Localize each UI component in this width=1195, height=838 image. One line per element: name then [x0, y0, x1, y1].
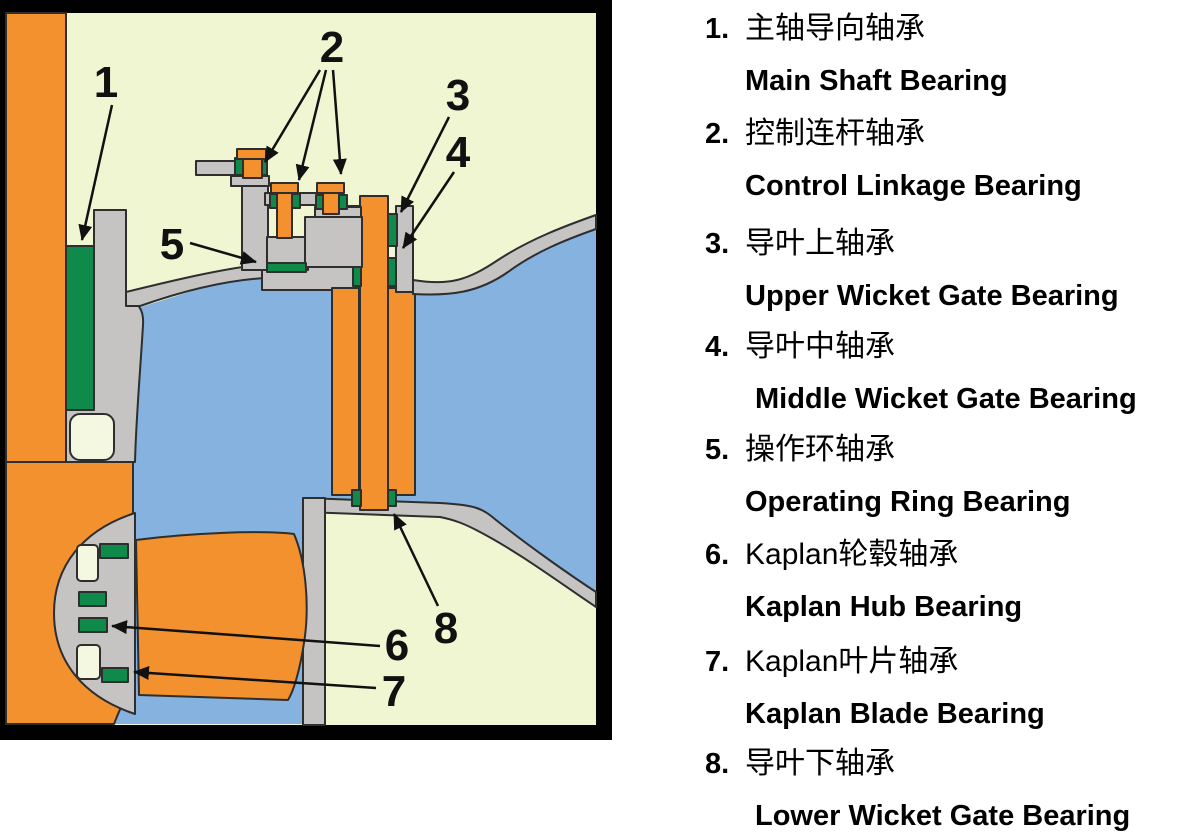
legend-zh-text: 主轴导向轴承 [745, 12, 925, 45]
blade-trunnion-housing [53, 512, 136, 715]
legend-item-1: 1. 主轴导向轴承 Main Shaft Bearing [705, 12, 1175, 98]
legend-zh-line: 2. 控制连杆轴承 [705, 117, 1175, 151]
callout-3: 3 [399, 71, 470, 213]
legend-en-text: Lower Wicket Gate Bearing [755, 800, 1131, 832]
legend-number: 4. [705, 331, 730, 363]
legend-zh-line: 5. 操作环轴承 [705, 433, 1175, 467]
callout-7-number: 7 [382, 667, 406, 716]
main-shaft [5, 12, 67, 463]
callout-7: 7 [133, 666, 406, 716]
wicket-gate-stem [359, 195, 389, 511]
legend-item-8: 8. 导叶下轴承 Lower Wicket Gate Bearing [705, 747, 1175, 833]
legend-zh-line: 6. Kaplan轮毂轴承 [705, 538, 1175, 572]
legend-zh-text: Kaplan轮毂轴承 [745, 538, 959, 571]
operating-ring-bearing [266, 262, 307, 273]
callout-6-arrow [111, 620, 381, 648]
callout-4-number: 4 [446, 128, 471, 177]
callout-8: 8 [392, 513, 458, 653]
legend-item-2: 2. 控制连杆轴承 Control Linkage Bearing [705, 117, 1175, 203]
legend-number: 3. [705, 228, 730, 260]
legend-zh-text: 操作环轴承 [745, 433, 895, 466]
callout-5: 5 [160, 220, 257, 269]
head-cover-band-right [412, 214, 597, 296]
legend-number: 8. [705, 748, 730, 780]
callout-1: 1 [78, 58, 118, 241]
legend-en-text: Main Shaft Bearing [745, 65, 1008, 97]
legend-zh-line: 8. 导叶下轴承 [705, 747, 1175, 781]
legend-number: 1. [705, 13, 730, 45]
callout-6: 6 [111, 620, 409, 670]
middle-wicket-gate-bearing [387, 257, 397, 287]
legend-zh-line: 7. Kaplan叶片轴承 [705, 645, 1175, 679]
lower-wicket-gate-bearing-left [351, 489, 362, 507]
kaplan-hub-bearing [78, 617, 108, 633]
callout-2-arrow-a [263, 69, 322, 163]
legend-en-text: Kaplan Blade Bearing [745, 698, 1045, 730]
kaplan-blade-bearing [101, 667, 129, 683]
discharge-ring-band [304, 497, 597, 608]
legend-zh-text: 导叶中轴承 [745, 330, 895, 363]
callout-7-arrow [133, 666, 377, 690]
callout-8-number: 8 [434, 604, 458, 653]
callout-2-arrow-b [295, 69, 328, 181]
kaplan-hub-bearing-top [99, 543, 129, 559]
wicket-gate-vane-right [387, 287, 416, 496]
callout-2: 2 [263, 23, 347, 181]
kaplan-hub-bearing-mid [78, 591, 107, 607]
legend-en-text: Kaplan Hub Bearing [745, 591, 1023, 623]
callout-5-arrow [189, 241, 257, 265]
gate-lever-block [304, 216, 363, 268]
callout-4: 4 [401, 128, 471, 249]
legend-number: 7. [705, 646, 730, 678]
legend-item-7: 7. Kaplan叶片轴承 Kaplan Blade Bearing [705, 645, 1175, 731]
legend-item-6: 6. Kaplan轮毂轴承 Kaplan Hub Bearing [705, 538, 1175, 624]
trunnion-pocket-upper [76, 544, 99, 582]
callout-3-arrow [399, 116, 451, 213]
legend-item-3: 3. 导叶上轴承 Upper Wicket Gate Bearing [705, 227, 1175, 313]
legend-zh-text: 导叶上轴承 [745, 227, 895, 260]
callout-5-number: 5 [160, 220, 184, 269]
legend-zh-text: 控制连杆轴承 [745, 117, 925, 150]
legend-zh-text: 导叶下轴承 [745, 747, 895, 780]
lower-wicket-gate-bearing [387, 489, 397, 507]
legend-zh-line: 4. 导叶中轴承 [705, 330, 1175, 364]
legend-item-5: 5. 操作环轴承 Operating Ring Bearing [705, 433, 1175, 519]
legend-en-text: Operating Ring Bearing [745, 486, 1071, 518]
callout-2-number: 2 [320, 23, 344, 72]
legend-zh-text: Kaplan叶片轴承 [745, 645, 959, 678]
legend-number: 5. [705, 434, 730, 466]
callout-6-number: 6 [385, 621, 409, 670]
callout-4-arrow [401, 171, 456, 249]
legend-zh-line: 1. 主轴导向轴承 [705, 12, 1175, 46]
callouts: 1 2 3 4 5 [78, 23, 471, 716]
legend-en-text: Middle Wicket Gate Bearing [755, 383, 1137, 415]
legend-number: 2. [705, 118, 730, 150]
linkage-pin-3-cap [316, 182, 345, 194]
main-shaft-bearing [65, 245, 95, 411]
legend-en-text: Control Linkage Bearing [745, 170, 1082, 202]
legend-item-4: 4. 导叶中轴承 Middle Wicket Gate Bearing [705, 330, 1175, 416]
callout-3-number: 3 [446, 71, 470, 120]
legend-en-text: Upper Wicket Gate Bearing [745, 280, 1119, 312]
legend-zh-line: 3. 导叶上轴承 [705, 227, 1175, 261]
head-cover-pocket [69, 413, 115, 461]
callout-1-number: 1 [94, 58, 118, 107]
turbine-cross-section: 1 2 3 4 5 [0, 0, 612, 740]
legend-number: 6. [705, 539, 730, 571]
callout-2-arrow-c [331, 69, 347, 175]
upper-wicket-gate-bearing [387, 213, 398, 247]
trunnion-pocket-lower [76, 644, 101, 680]
callout-1-arrow [78, 104, 114, 241]
linkage-pin-2-cap [270, 182, 299, 194]
callout-8-arrow [392, 513, 440, 607]
turbine-diagram: 1 2 3 4 5 [0, 0, 612, 740]
